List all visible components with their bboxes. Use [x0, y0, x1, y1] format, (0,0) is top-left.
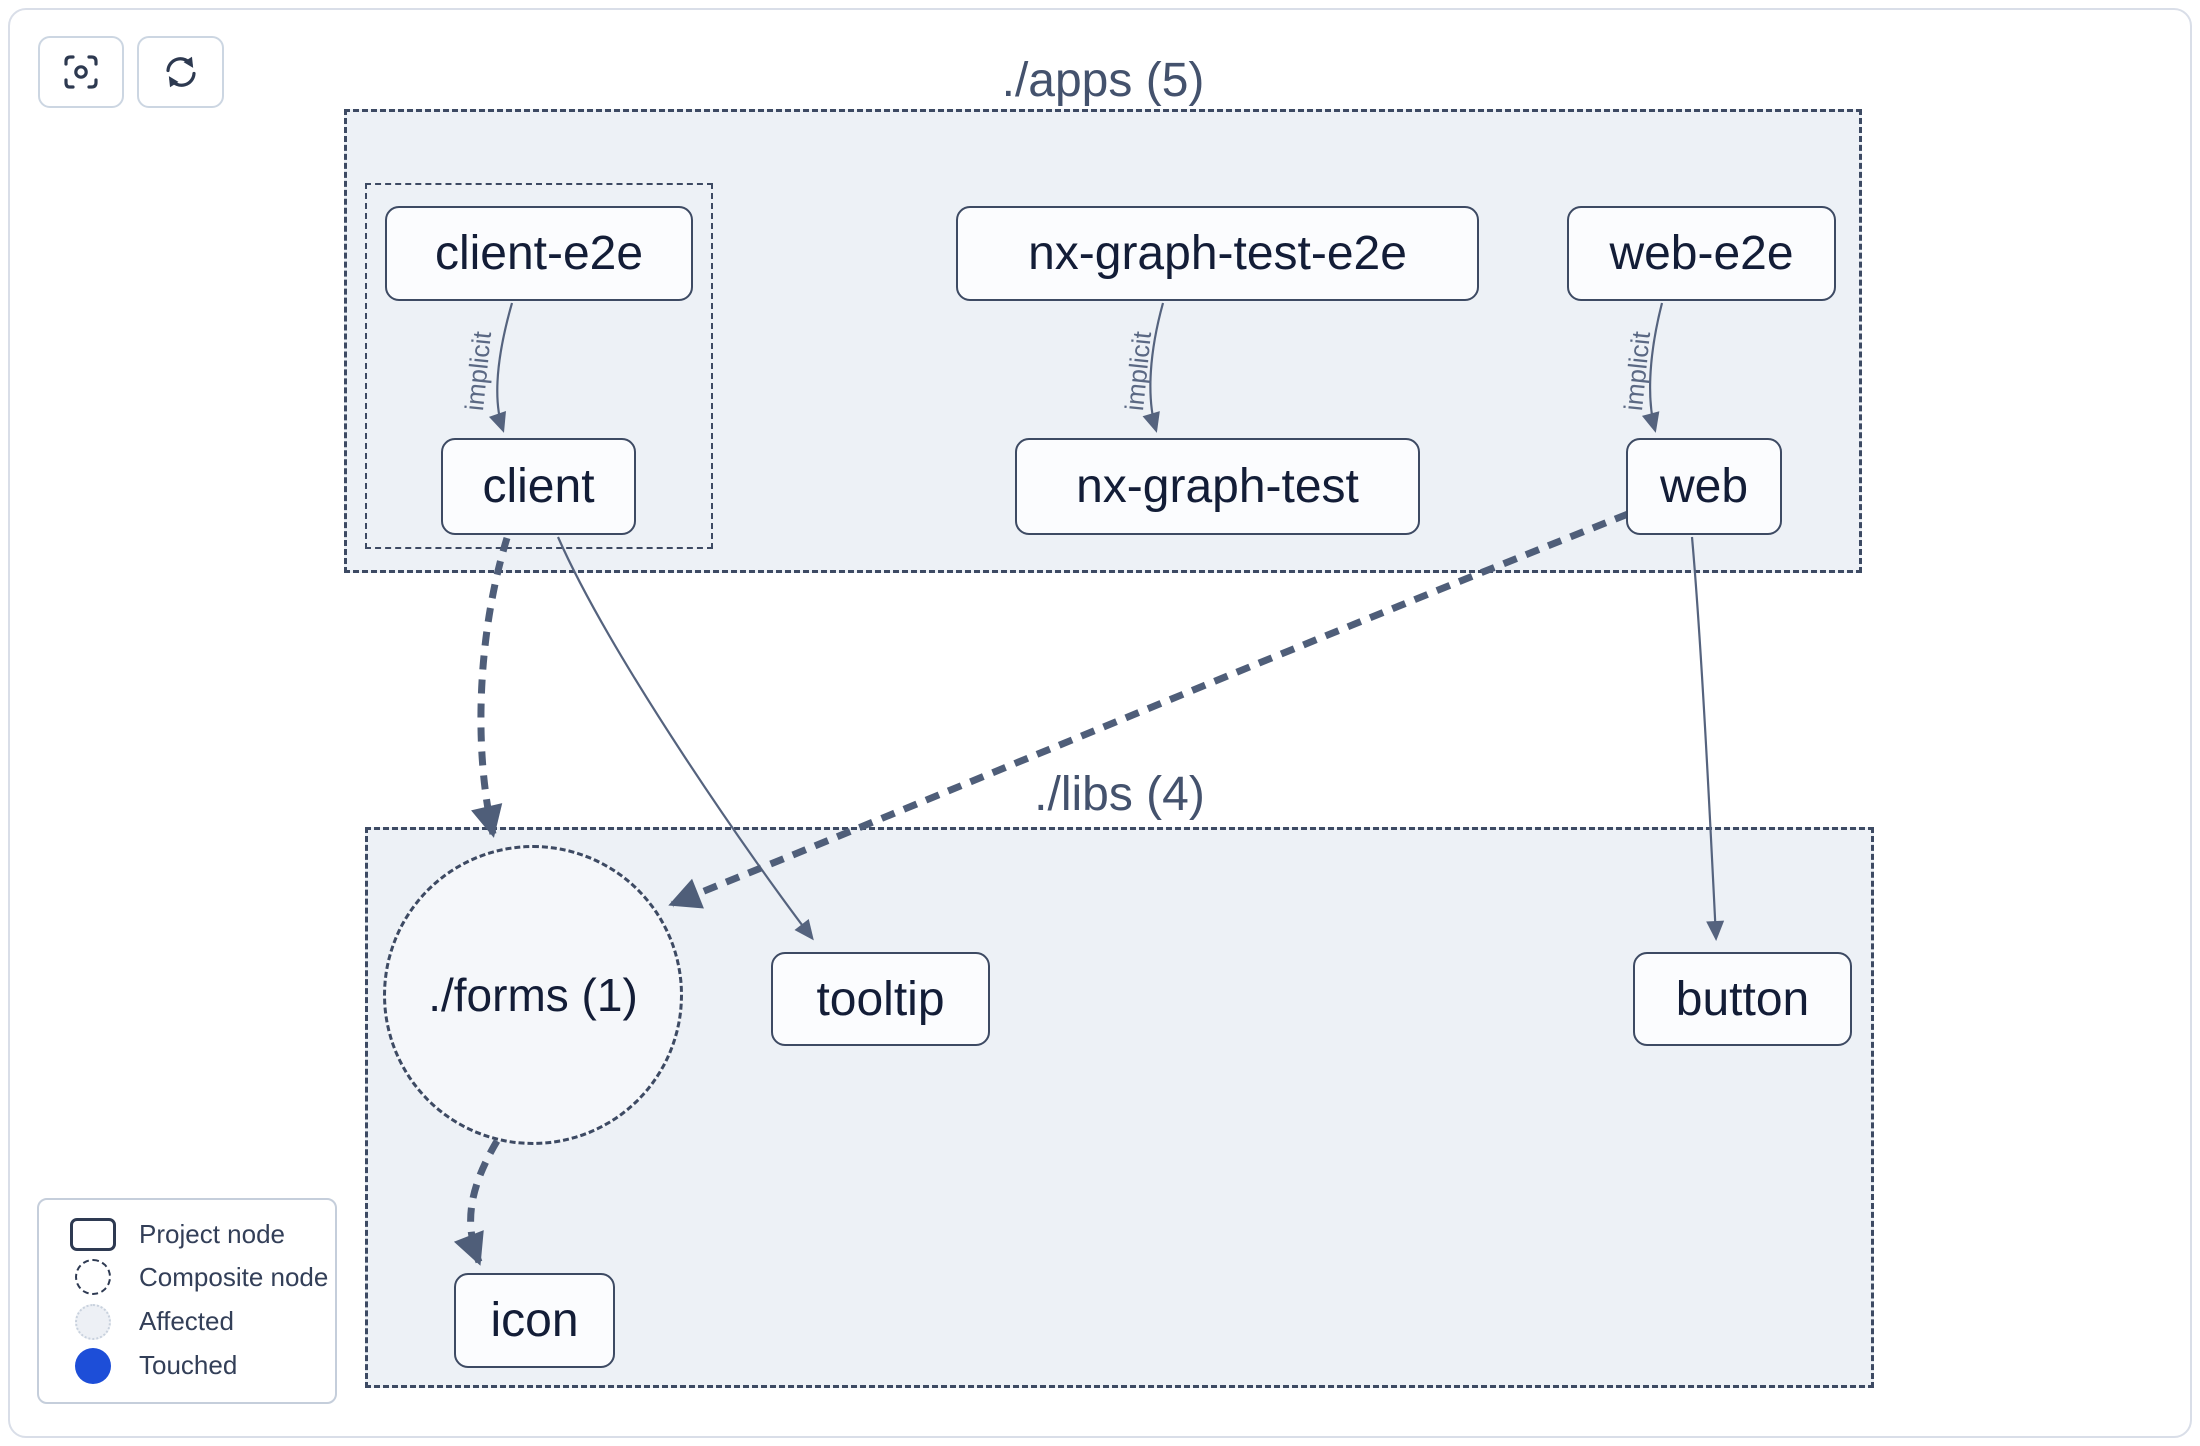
legend: Project node Composite node Affected Tou… — [37, 1198, 337, 1404]
edge-forms-to-icon[interactable] — [453, 1139, 501, 1266]
legend-label-affected: Affected — [139, 1306, 234, 1337]
project-node-button[interactable]: button — [1633, 952, 1852, 1046]
project-node-web-e2e[interactable]: web-e2e — [1567, 206, 1836, 301]
focus-button[interactable] — [38, 36, 124, 108]
project-node-tooltip[interactable]: tooltip — [771, 952, 990, 1046]
legend-item-project-node: Project node — [61, 1218, 335, 1252]
project-node-nx-graph-test[interactable]: nx-graph-test — [1015, 438, 1420, 535]
legend-item-touched: Touched — [61, 1347, 335, 1384]
refresh-icon — [161, 52, 201, 92]
composite-node-forms[interactable]: ./forms (1) — [383, 845, 683, 1145]
swatch-wrap — [61, 1303, 125, 1340]
edge-nx-graph-test-e2e-to-nx-graph-test[interactable] — [1142, 302, 1165, 433]
legend-label-touched: Touched — [139, 1350, 238, 1381]
cluster-title-apps: ./apps (5) — [1001, 54, 1205, 107]
legend-item-affected: Affected — [61, 1303, 335, 1340]
project-node-client[interactable]: client — [441, 438, 636, 535]
composite-node-swatch — [75, 1259, 111, 1296]
touched-swatch — [75, 1347, 111, 1384]
scan-focus-icon — [61, 52, 101, 92]
project-node-swatch — [70, 1218, 116, 1252]
legend-item-composite-node: Composite node — [61, 1259, 335, 1296]
refresh-button[interactable] — [137, 36, 224, 108]
project-node-icon[interactable]: icon — [454, 1273, 615, 1368]
edge-web-e2e-to-web[interactable] — [1641, 302, 1664, 433]
edge-client-to-forms[interactable] — [471, 536, 511, 838]
cluster-title-libs: ./libs (4) — [1034, 768, 1205, 821]
swatch-wrap — [61, 1218, 125, 1252]
cluster-recipes — [365, 183, 713, 549]
swatch-wrap — [61, 1347, 125, 1384]
affected-swatch — [75, 1303, 111, 1340]
project-node-web[interactable]: web — [1626, 438, 1782, 535]
edge-label-implicit: implicit — [459, 329, 497, 412]
edge-web-to-button[interactable] — [1690, 536, 1725, 941]
legend-label-composite-node: Composite node — [139, 1261, 329, 1292]
project-node-nx-graph-test-e2e[interactable]: nx-graph-test-e2e — [956, 206, 1479, 301]
legend-label-project-node: Project node — [139, 1219, 285, 1250]
swatch-wrap — [61, 1259, 125, 1296]
edge-client-e2e-to-client[interactable] — [488, 302, 514, 433]
edge-client-to-tooltip[interactable] — [556, 536, 814, 941]
edge-web-to-forms[interactable] — [668, 510, 1630, 909]
project-node-client-e2e[interactable]: client-e2e — [385, 206, 693, 301]
